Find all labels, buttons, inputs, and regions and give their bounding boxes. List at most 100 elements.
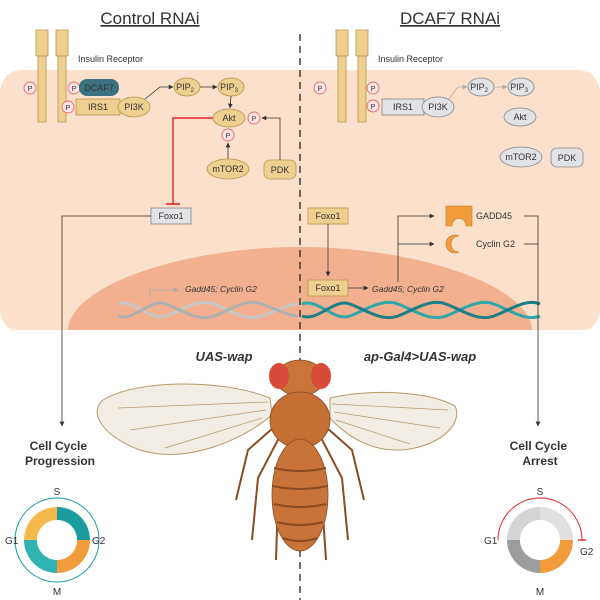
right-outcome-label: Cell Cycle Arrest xyxy=(510,439,571,468)
svg-text:G1: G1 xyxy=(5,536,19,547)
svg-text:PDK: PDK xyxy=(558,153,577,163)
left-irs1-node: IRS1 xyxy=(75,98,121,116)
right-cell-cycle: S G1 G2 M xyxy=(484,487,594,598)
svg-text:P: P xyxy=(66,105,71,112)
right-genes-to-proteins-arrow xyxy=(397,213,435,282)
right-pdk-node: PDK xyxy=(550,147,584,168)
right-fly-label: ap-Gal4>UAS-wap xyxy=(364,349,476,364)
svg-text:Akt: Akt xyxy=(513,112,527,122)
svg-text:S: S xyxy=(54,487,61,498)
right-gene-label: Gadd45; Cyclin G2 xyxy=(372,284,444,294)
left-gene-label: Gadd45; Cyclin G2 xyxy=(185,284,257,294)
left-fly-label: UAS-wap xyxy=(195,349,252,364)
left-phospho-2: P xyxy=(67,81,81,95)
left-insulin-receptor xyxy=(35,29,69,123)
fly-left-wing xyxy=(96,383,273,455)
right-outcome-arrow xyxy=(524,215,541,427)
svg-text:Foxo1: Foxo1 xyxy=(158,211,183,221)
svg-text:PIP3: PIP3 xyxy=(220,82,239,94)
svg-text:PI3K: PI3K xyxy=(428,102,448,112)
svg-text:Akt: Akt xyxy=(222,113,236,123)
left-cell-cycle: S G1 G2 M xyxy=(5,487,106,598)
right-akt-node: Akt xyxy=(503,107,537,127)
right-phospho-2: P xyxy=(366,81,380,95)
svg-text:PIP2: PIP2 xyxy=(470,82,489,94)
left-akt-phospho-1: P xyxy=(221,128,235,142)
receptor-left-subunit-2 xyxy=(55,29,69,57)
fly-right-eye xyxy=(311,363,331,389)
right-insulin-receptor xyxy=(335,29,369,123)
svg-text:G1: G1 xyxy=(484,536,498,547)
right-mtor2-node: mTOR2 xyxy=(499,146,543,168)
svg-text:P: P xyxy=(252,116,257,123)
svg-text:P: P xyxy=(72,86,77,93)
right-dna xyxy=(301,301,541,319)
cytoplasm-region xyxy=(0,70,600,332)
right-pip3-node: PIP3 xyxy=(507,77,535,97)
left-pip3-node: PIP3 xyxy=(217,77,245,97)
svg-text:P: P xyxy=(28,86,33,93)
right-phospho-1: P xyxy=(313,81,327,95)
left-cycle-segment-s xyxy=(57,507,90,540)
svg-text:M: M xyxy=(53,587,61,598)
left-gene-arrow xyxy=(149,287,179,298)
right-cycle-segment-m xyxy=(507,540,540,573)
right-pi3k-to-pip2-arrow xyxy=(448,84,468,100)
right-pip2-node: PIP2 xyxy=(467,77,495,97)
right-receptor-label: Insulin Receptor xyxy=(378,54,443,64)
left-foxo1-node: Foxo1 xyxy=(150,207,192,225)
svg-text:IRS1: IRS1 xyxy=(393,102,413,112)
svg-text:PI3K: PI3K xyxy=(124,102,144,112)
left-pdk-node: PDK xyxy=(263,159,297,180)
svg-text:P: P xyxy=(226,133,231,140)
left-pi3k-node: PI3K xyxy=(117,96,151,118)
right-foxo1-nuc-node: Foxo1 xyxy=(307,279,349,297)
svg-text:mTOR2: mTOR2 xyxy=(505,152,536,162)
gadd45-icon xyxy=(445,205,473,227)
receptor-left-stem-2 xyxy=(57,55,67,123)
right-foxo1-cyto-node: Foxo1 xyxy=(307,207,349,225)
left-cycle-segment-m xyxy=(24,540,57,573)
right-cycle-segment-s xyxy=(540,507,573,540)
receptor-left-stem-1 xyxy=(37,55,47,123)
left-akt-inhibits-foxo1 xyxy=(172,117,213,204)
svg-text:Foxo1: Foxo1 xyxy=(315,211,340,221)
right-irs1-node: IRS1 xyxy=(381,98,425,116)
right-phospho-irs1: P xyxy=(366,99,380,113)
svg-text:P: P xyxy=(371,86,376,93)
left-pathway-arrow xyxy=(59,215,151,427)
left-akt-node: Akt xyxy=(212,108,246,128)
left-receptor-label: Insulin Receptor xyxy=(78,54,143,64)
cyclin-g2-icon xyxy=(445,234,460,254)
svg-text:IRS1: IRS1 xyxy=(88,102,108,112)
svg-text:S: S xyxy=(537,487,544,498)
left-phospho-irs1: P xyxy=(61,100,75,114)
right-cyclin-g2-label: Cyclin G2 xyxy=(476,239,515,249)
svg-text:G2: G2 xyxy=(92,536,106,547)
left-outcome-label: Cell Cycle Progression xyxy=(25,439,95,468)
svg-text:P: P xyxy=(371,104,376,111)
svg-text:PIP2: PIP2 xyxy=(176,82,195,94)
fly-left-eye xyxy=(269,363,289,389)
svg-text:PIP3: PIP3 xyxy=(510,82,529,94)
left-akt-phospho-2: P xyxy=(247,111,261,125)
right-cycle-arrest-arc xyxy=(497,497,583,541)
left-pi3k-to-pip2-arrow xyxy=(144,84,174,100)
dcaf7-node: DCAF7 xyxy=(79,79,119,96)
right-pi3k-node: PI3K xyxy=(421,96,455,118)
left-panel-title: Control RNAi xyxy=(100,9,199,28)
right-gadd45-label: GADD45 xyxy=(476,211,512,221)
left-mtor2-node: mTOR2 xyxy=(206,158,250,180)
receptor-left-subunit-1 xyxy=(35,29,49,57)
left-dna xyxy=(117,301,299,319)
svg-text:Foxo1: Foxo1 xyxy=(315,283,340,293)
fly-illustration xyxy=(96,359,458,561)
left-cycle-segment-g1 xyxy=(24,507,57,540)
left-cycle-segment-g2 xyxy=(57,540,90,573)
svg-text:mTOR2: mTOR2 xyxy=(212,164,243,174)
right-panel-title: DCAF7 RNAi xyxy=(400,9,500,28)
fly-abdomen xyxy=(271,438,329,552)
left-pip3-to-akt-arrow xyxy=(227,95,233,109)
